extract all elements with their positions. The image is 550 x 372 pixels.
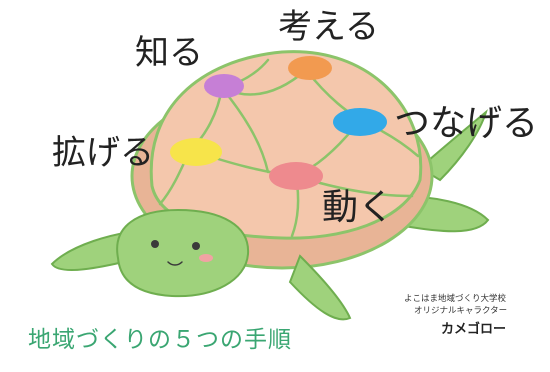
credit-character-note: オリジナルキャラクター <box>414 306 508 316</box>
step-label-tsunageru: つなげる <box>394 103 539 144</box>
turtle-cheek <box>199 254 213 262</box>
dot-orange <box>288 56 332 80</box>
credit-organization: よこはま地域づくり大学校 <box>404 294 507 304</box>
step-label-shiru: 知る <box>135 33 203 73</box>
dot-purple <box>204 74 244 98</box>
step-label-ugoku: 動く <box>322 187 395 228</box>
dot-pink <box>269 162 323 190</box>
dot-yellow <box>170 138 222 166</box>
caption-title: 地域づくりの５つの手順 <box>28 327 292 353</box>
credit-character-name: カメゴロー <box>441 322 507 337</box>
turtle-mouth <box>167 261 183 266</box>
turtle-eye-right <box>192 242 200 250</box>
turtle-head <box>116 208 250 298</box>
turtle-front-right-leg <box>288 254 352 321</box>
step-label-kangaeru: 考える <box>278 7 379 47</box>
dot-blue <box>333 108 387 136</box>
turtle-eye-left <box>151 240 159 248</box>
turtle-tail <box>418 109 488 182</box>
step-label-hirogeru: 拡げる <box>52 133 154 173</box>
